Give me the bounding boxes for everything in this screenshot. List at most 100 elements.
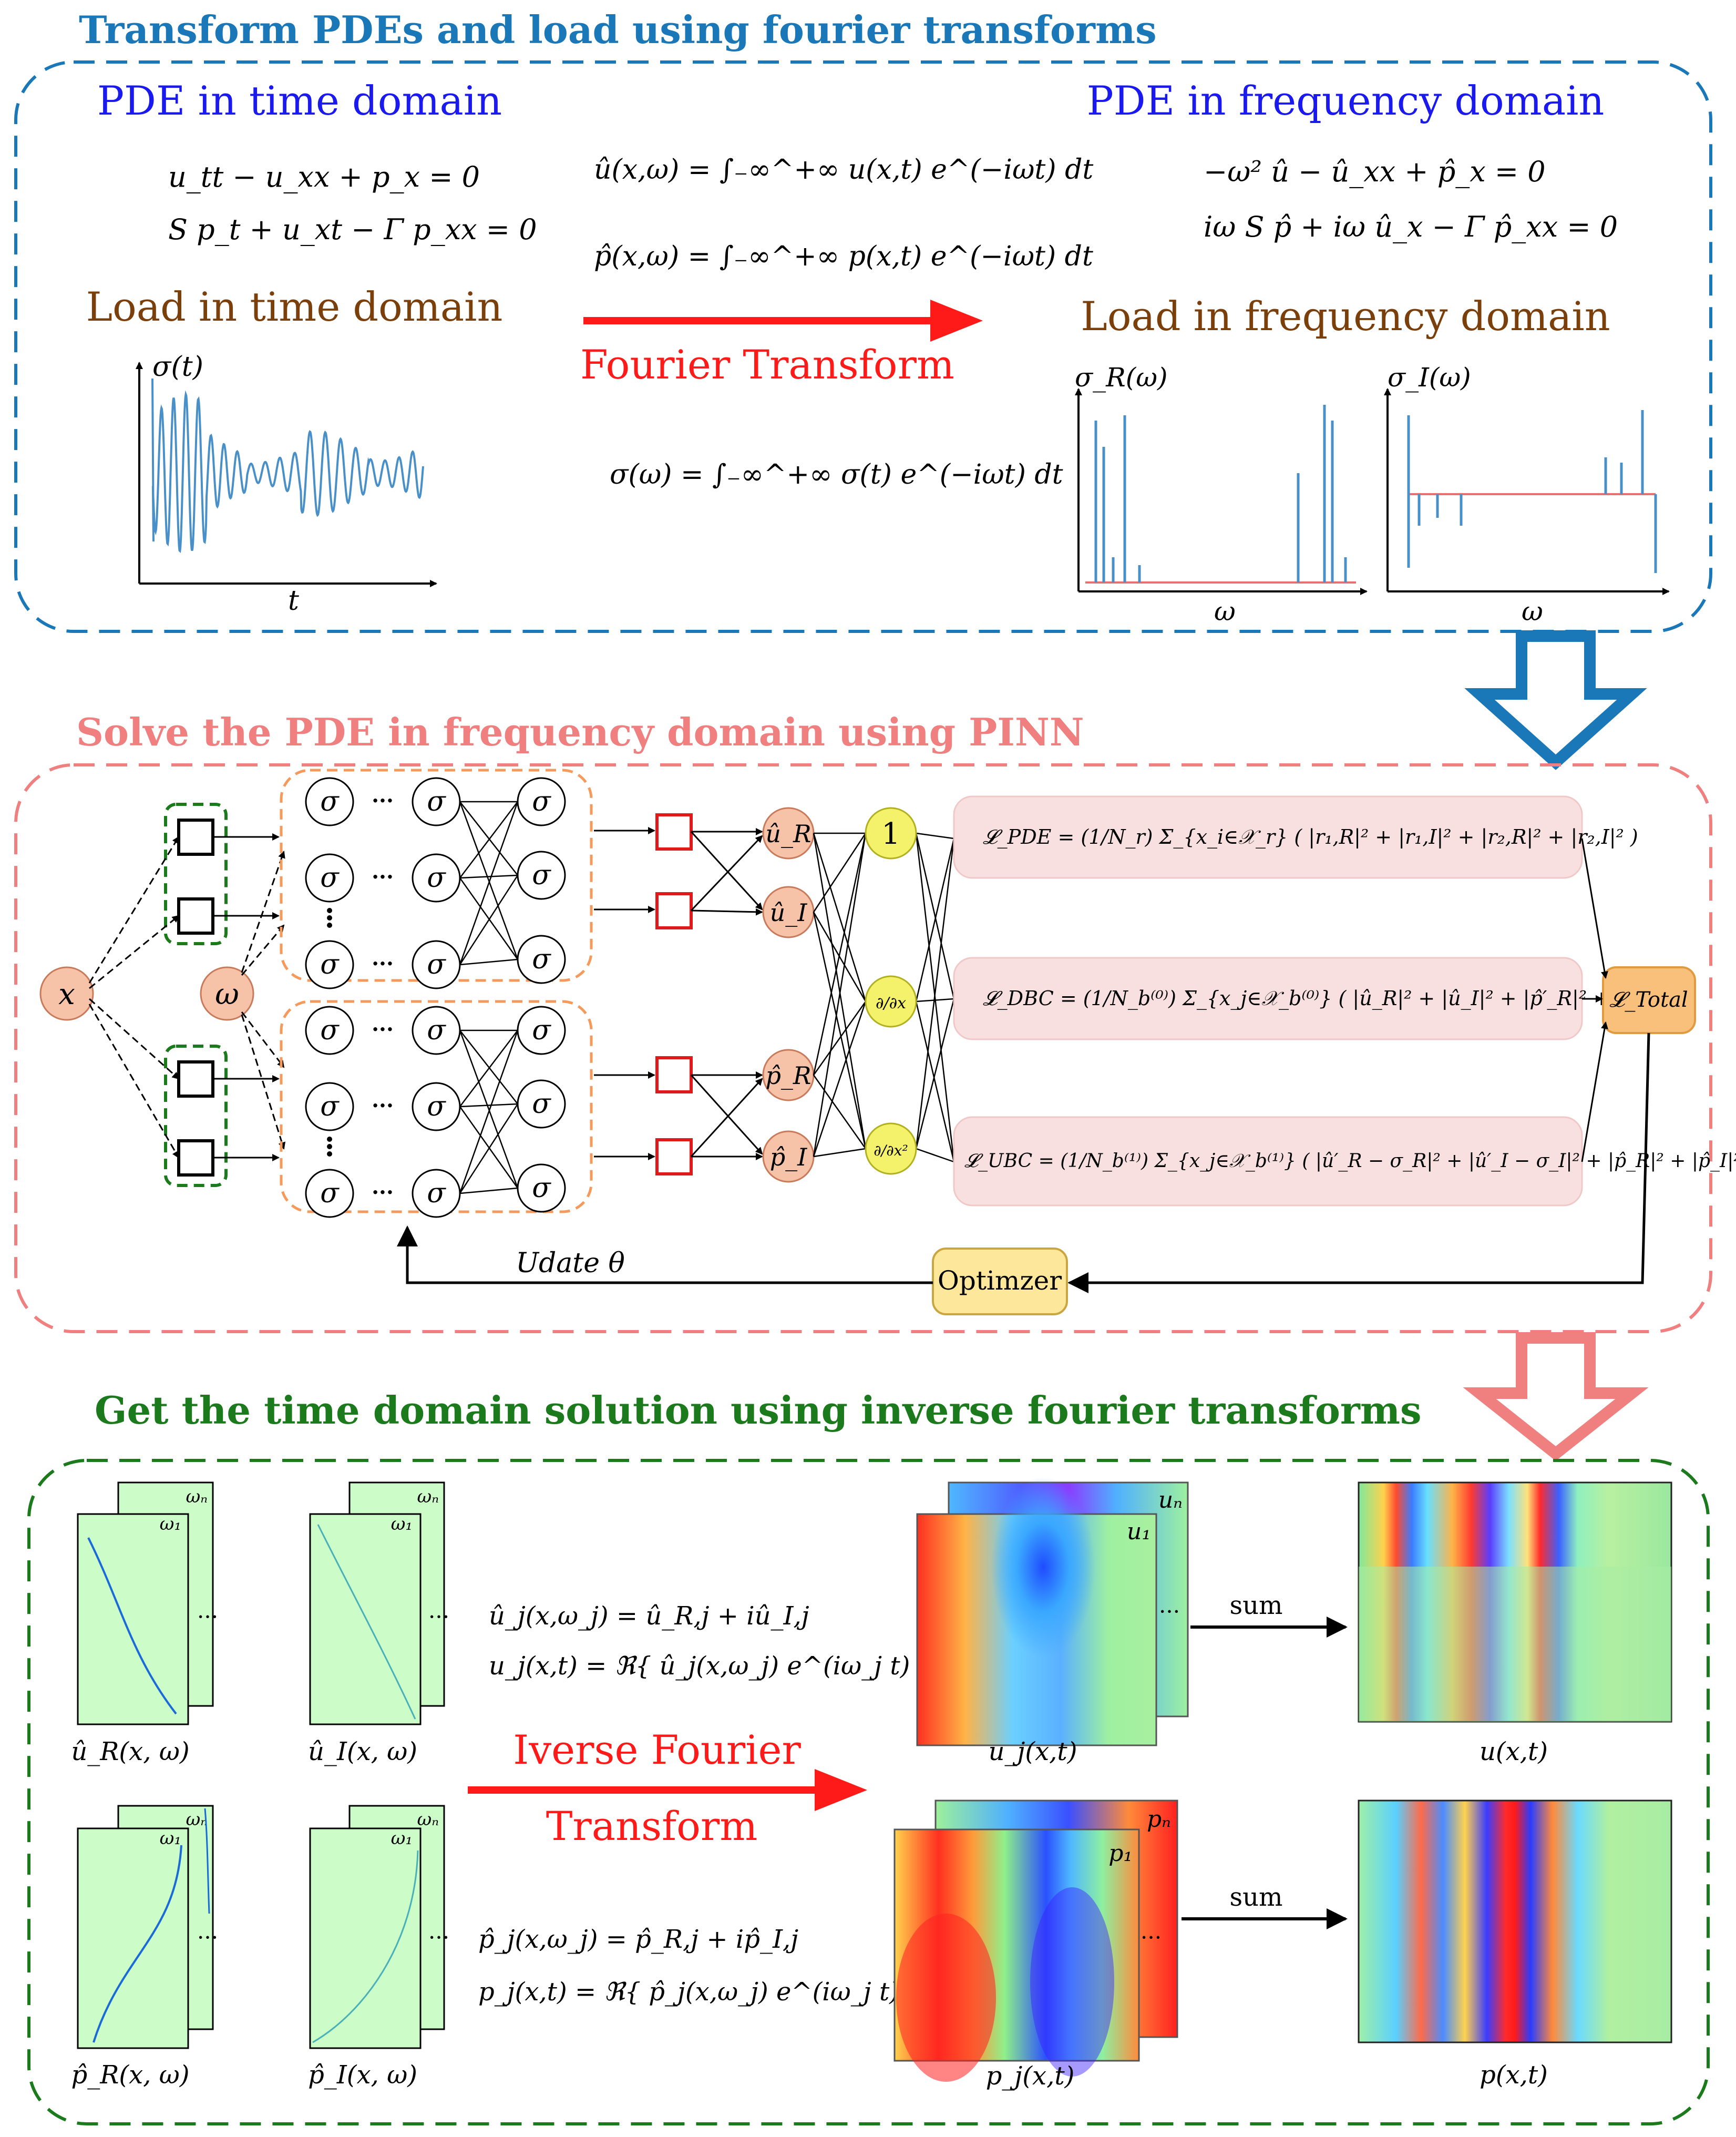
sigma-R-plot: σ_R(ω) ω	[1075, 362, 1368, 627]
net-u-edge	[459, 801, 519, 965]
eq-p-1: p̂_j(x,ω_j) = p̂_R,j + ip̂_I,j	[478, 1925, 798, 1954]
op-identity	[865, 807, 917, 860]
network-p	[280, 1000, 593, 1213]
pI-omega-1: ω₁	[391, 1828, 413, 1849]
net-p-edge	[459, 1030, 518, 1107]
net-p-neuron	[412, 1006, 461, 1055]
uR-label: û_R(x, ω)	[71, 1737, 189, 1766]
net-u-dots: ···	[372, 865, 394, 889]
net-p-neuron-label: σ	[320, 1178, 340, 1209]
net-u-out-neuron-label: σ	[532, 786, 551, 817]
loss-to-total	[1581, 838, 1608, 1162]
net-p-edge	[459, 1103, 518, 1108]
input-omega-node	[200, 966, 254, 1021]
net-p-out-neuron	[517, 1006, 566, 1055]
loss-dbc: 𝓛_DBC = (1/N_b⁽⁰⁾) Σ_{x_j∈𝒳_b⁽⁰⁾} ( |û_R…	[983, 987, 1687, 1010]
eq-freq-2: iω S p̂ + iω û_x − Γ p̂_xx = 0	[1204, 210, 1618, 243]
out-box-2	[655, 892, 693, 929]
uI-label: û_I(x, ω)	[308, 1737, 417, 1766]
p-total-field	[1358, 1799, 1672, 2043]
op-loss-edge	[915, 838, 955, 1149]
feature-box-3	[177, 1060, 214, 1098]
load-time-title: Load in time domain	[86, 283, 503, 330]
loss-total: 𝓛_Total	[1609, 988, 1688, 1012]
panel2-frame	[14, 763, 1712, 1333]
p-sum-label: sum	[1229, 1883, 1282, 1912]
ft-sigma: σ(ω) = ∫₋∞^+∞ σ(t) e^(−iωt) dt	[610, 459, 1063, 490]
sheets-uI: ωₙ ω₁ ··· û_I(x, ω)	[308, 1481, 449, 1766]
u-dots: ···	[1159, 1599, 1180, 1624]
feature-box-2	[177, 897, 214, 935]
eq-u-1: û_j(x,ω_j) = û_R,j + iû_I,j	[489, 1601, 809, 1631]
panel-fourier-transform: Transform PDEs and load using fourier tr…	[14, 7, 1712, 633]
net-u-edge	[459, 877, 519, 960]
u-label: u(x,t)	[1480, 1737, 1548, 1766]
sheets-uR: ωₙ ω₁ ··· û_R(x, ω)	[71, 1481, 218, 1766]
eq-time-2: S p_t + u_xt − Γ p_xx = 0	[168, 213, 537, 246]
net-u-out-neuron-label: σ	[532, 860, 551, 891]
eq-p-2: p_j(x,t) = ℜ{ p̂_j(x,ω_j) e^(iω_j t) }	[478, 1977, 923, 2007]
out-box-4	[655, 1138, 693, 1175]
op-dx	[865, 975, 917, 1028]
net-p-edge	[459, 1030, 519, 1189]
net-p-neuron-label: σ	[320, 1091, 340, 1122]
net-p-edge	[459, 1030, 518, 1105]
net-u-edge	[459, 801, 519, 960]
net-u-neuron	[305, 853, 354, 903]
omega-axis-I: ω	[1522, 596, 1543, 627]
pR-omega-n: ωₙ	[186, 1809, 208, 1830]
net-p-neuron-label: σ	[427, 1015, 446, 1046]
p-1-label: p₁	[1108, 1840, 1133, 1867]
pI-dots: ···	[428, 1925, 449, 1950]
node-uI-label: û_I	[770, 898, 808, 927]
pR-dots: ···	[197, 1925, 218, 1950]
loss-ubc: 𝓛_UBC = (1/N_b⁽¹⁾) Σ_{x_j∈𝒳_b⁽¹⁾} ( |û′_…	[964, 1150, 1736, 1172]
feature-box-1	[177, 819, 214, 856]
op-dx-label: ∂/∂x	[876, 994, 906, 1013]
net-p-neuron-label: σ	[427, 1178, 446, 1209]
p-dots: ···	[1141, 1925, 1162, 1950]
panel1-frame	[14, 60, 1712, 633]
eq-u-2: u_j(x,t) = ℜ{ û_j(x,ω_j) e^(iω_j t) }	[489, 1651, 934, 1681]
node-pI-label: p̂_I	[770, 1143, 807, 1171]
net-p-vdot	[327, 1151, 332, 1157]
u-n-label: uₙ	[1158, 1487, 1183, 1514]
inverse-label-1: Iverse Fourier	[513, 1726, 801, 1773]
net-p-out-neuron	[517, 1079, 566, 1129]
net-u-dots: ···	[372, 789, 394, 813]
net-p-out-neuron-label: σ	[532, 1015, 551, 1046]
net-p-neuron	[412, 1169, 461, 1218]
panel2-heading: Solve the PDE in frequency domain using …	[76, 710, 1084, 754]
out-op-edge	[813, 1075, 867, 1149]
panel-inverse-transform: Get the time domain solution using inver…	[27, 1388, 1710, 2125]
op-identity-label: 1	[881, 817, 900, 851]
net-u-vdot	[327, 915, 332, 921]
uR-omega-n: ωₙ	[186, 1486, 208, 1507]
feature-box-4	[177, 1139, 214, 1177]
net-u-neuron-label: σ	[427, 949, 446, 980]
inverse-arrow-head	[815, 1769, 867, 1811]
net-to-output	[594, 827, 655, 1160]
net-u-edge	[459, 801, 518, 878]
pR-omega-1: ω₁	[160, 1828, 181, 1849]
p-frequency-fields: pₙ p₁ ··· p_j(x,t)	[893, 1799, 1178, 2091]
out-op-edge	[813, 833, 867, 913]
optimizer-label: Optimzer	[938, 1265, 1062, 1296]
box-to-output-nodes	[690, 828, 763, 1160]
p-label: p(x,t)	[1480, 2060, 1548, 2090]
net-p-dots: ···	[372, 1180, 394, 1205]
op-dx2	[865, 1122, 917, 1175]
pj-label: p_j(x,t)	[986, 2061, 1075, 2091]
panel1-heading: Transform PDEs and load using fourier tr…	[79, 7, 1157, 52]
inverse-label-2: Transform	[546, 1803, 758, 1849]
op-loss-edge	[916, 832, 954, 840]
out-op-edge	[813, 1001, 867, 1157]
out-op-edge	[813, 1001, 867, 1076]
op-dx2-label: ∂/∂x²	[874, 1142, 908, 1159]
net-u-neuron-label: σ	[320, 786, 340, 817]
net-u-vdot	[327, 923, 332, 928]
net-u-neuron	[412, 853, 461, 903]
op-loss-edge	[916, 998, 954, 1003]
uI-omega-n: ωₙ	[417, 1486, 439, 1507]
